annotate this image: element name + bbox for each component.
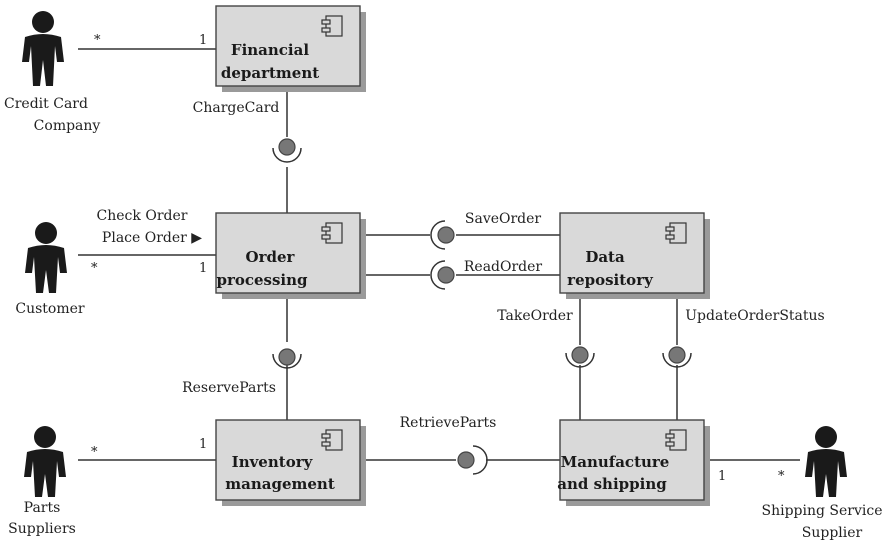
- manufacture-shipping-component: Manufacture and shipping: [557, 419, 710, 506]
- updateorderstatus-socket: [662, 352, 692, 368]
- place-order-label: Place Order ▶: [102, 230, 202, 246]
- component-icon: [321, 15, 343, 37]
- parts-suppliers-actor: Parts Suppliers: [8, 426, 76, 537]
- multiplicity-customer-many: *: [91, 261, 98, 276]
- inventory-management-component: Inventory management: [215, 419, 366, 506]
- retrieveparts-label: RetrieveParts: [400, 415, 497, 431]
- financial-label-line2: department: [221, 64, 319, 82]
- saveorder-socket: [430, 220, 446, 250]
- person-icon: [24, 426, 66, 497]
- chargecard-interface-ball: [278, 138, 296, 156]
- reserveparts-socket: [272, 353, 302, 369]
- updateorderstatus-label: UpdateOrderStatus: [685, 308, 824, 324]
- shipping-service-supplier-actor: Shipping Service Supplier: [762, 426, 883, 541]
- data-label-line1: Data: [585, 248, 625, 266]
- shipping-label-line1: Shipping Service: [762, 503, 883, 519]
- saveorder-label: SaveOrder: [465, 211, 542, 227]
- manufacture-label-line1: Manufacture: [561, 453, 670, 471]
- readorder-label: ReadOrder: [464, 259, 543, 275]
- retrieveparts-interface-ball: [457, 451, 475, 469]
- component-icon: [321, 222, 343, 244]
- saveorder-interface-ball: [437, 226, 455, 244]
- component-icon: [321, 429, 343, 451]
- takeorder-label: TakeOrder: [497, 308, 573, 324]
- updateorderstatus-interface-ball: [668, 346, 686, 364]
- data-repository-component: Data repository: [559, 212, 710, 299]
- person-icon: [25, 222, 67, 293]
- multiplicity-order-one: 1: [199, 261, 207, 276]
- person-icon: [805, 426, 847, 497]
- retrieveparts-socket: [472, 445, 488, 475]
- inventory-label-line2: management: [225, 475, 335, 493]
- financial-department-component: Financial department: [215, 5, 366, 92]
- credit-card-label-line2: Company: [34, 118, 101, 134]
- customer-actor: Customer: [15, 222, 85, 317]
- shipping-label-line2: Supplier: [802, 525, 863, 541]
- chargecard-label: ChargeCard: [193, 100, 280, 116]
- order-processing-component: Order processing: [215, 212, 366, 299]
- component-icon: [665, 429, 687, 451]
- takeorder-socket: [565, 352, 595, 368]
- data-label-line2: repository: [567, 271, 654, 289]
- credit-card-label-line1: Credit Card: [4, 96, 88, 112]
- readorder-interface-ball: [437, 266, 455, 284]
- inventory-label-line1: Inventory: [232, 453, 314, 471]
- order-label-line1: Order: [246, 248, 296, 266]
- parts-suppliers-label-line1: Parts: [24, 500, 61, 516]
- component-icon: [665, 222, 687, 244]
- takeorder-interface-ball: [571, 346, 589, 364]
- multiplicity-shipping-many: *: [778, 469, 785, 484]
- manufacture-label-line2: and shipping: [557, 475, 667, 493]
- check-order-label: Check Order: [97, 208, 188, 224]
- customer-label: Customer: [15, 301, 85, 317]
- reserveparts-label: ReserveParts: [182, 380, 276, 396]
- reserveparts-interface-ball: [278, 348, 296, 366]
- multiplicity-financial-one: 1: [199, 33, 207, 48]
- multiplicity-manufacture-one: 1: [718, 469, 726, 484]
- order-label-line2: processing: [216, 271, 308, 289]
- readorder-socket: [430, 260, 446, 290]
- multiplicity-credit-many: *: [94, 33, 101, 48]
- chargecard-socket: [272, 147, 302, 163]
- financial-label-line1: Financial: [231, 41, 309, 59]
- person-icon: [22, 11, 64, 86]
- credit-card-company-actor: Credit Card Company: [4, 11, 100, 134]
- multiplicity-parts-many: *: [91, 445, 98, 460]
- multiplicity-inventory-one: 1: [199, 437, 207, 452]
- parts-suppliers-label-line2: Suppliers: [8, 521, 76, 537]
